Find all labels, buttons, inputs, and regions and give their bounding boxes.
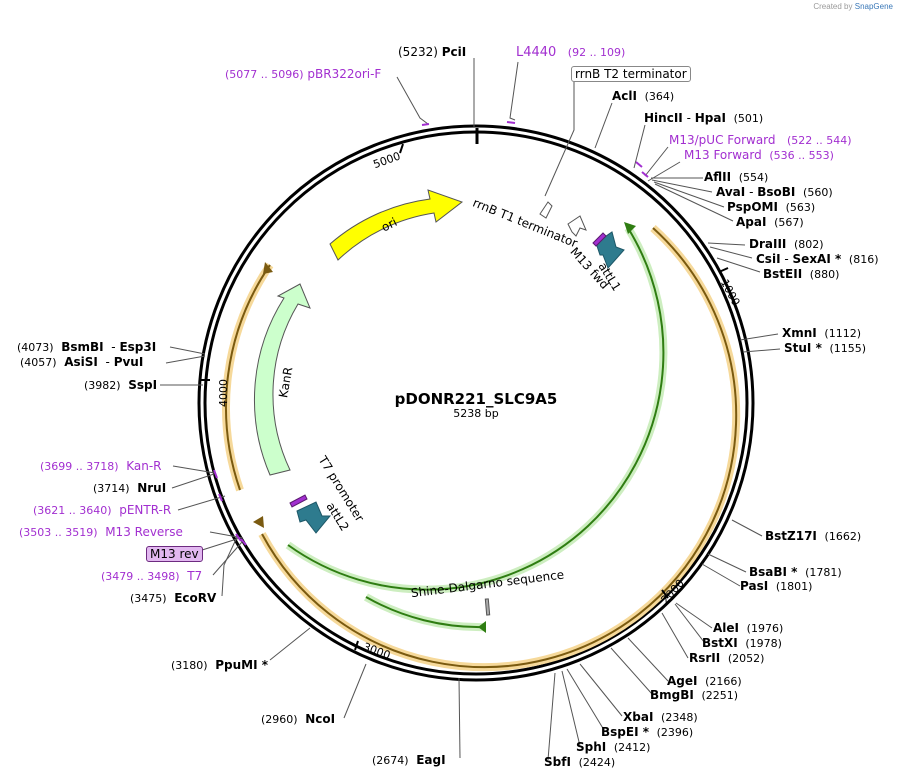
site-label-ncoi: (2960) NcoI xyxy=(261,712,336,726)
site-label-agei: AgeI (2166) xyxy=(667,674,742,688)
site-label-aflii: AflII (554) xyxy=(704,170,769,184)
primer-label-m13-rev: M13 rev xyxy=(146,546,203,562)
site-label-sphi: SphI (2412) xyxy=(576,740,651,754)
created-by-snapgene-credit: Created by SnapGene xyxy=(813,2,893,11)
rrnb-t2-terminator-glyph xyxy=(539,201,553,219)
credit-prefix: Created by xyxy=(813,2,853,11)
site-label-hincii-hpai: HincII - HpaI (501) xyxy=(644,111,764,125)
primer-tick-marks xyxy=(213,121,649,546)
tick-label-1000: 1000 xyxy=(718,277,743,308)
green-band-outer-arrowhead xyxy=(624,222,636,234)
tick-mark-5000 xyxy=(399,143,404,154)
site-label-ppumi: (3180) PpuMI * xyxy=(171,658,269,672)
site-label-bmgbi: BmgBI (2251) xyxy=(650,688,739,702)
site-label-pspomi: PspOMI (563) xyxy=(727,200,816,214)
tick-label-5000: 5000 xyxy=(371,149,402,171)
primer-label-pentr-r: (3621 .. 3640) pENTR-R xyxy=(33,503,172,517)
site-label-pasi: PasI (1801) xyxy=(740,579,813,593)
plasmid-size: 5238 bp xyxy=(453,407,499,420)
site-label-sbfi: SbfI (2424) xyxy=(544,755,616,769)
site-label-bsteii: BstEII (880) xyxy=(763,267,840,281)
site-label-xbai: XbaI (2348) xyxy=(623,710,698,724)
green-band-outer-line xyxy=(287,227,665,591)
rrnb-t1-terminator-glyph xyxy=(567,215,587,237)
shine-dalgarno-glyph xyxy=(484,598,491,616)
rrnb-t1-terminator-label: rrnB T1 terminator xyxy=(471,196,580,251)
attl2-purple-marker xyxy=(289,494,308,508)
tick-label-4000: 4000 xyxy=(217,379,230,407)
site-label-ecorv: (3475) EcoRV xyxy=(130,591,217,605)
primer-label-m13-reverse: (3503 .. 3519) M13 Reverse xyxy=(19,525,183,539)
site-label-nrui: (3714) NruI xyxy=(93,481,167,495)
site-label-stui: StuI * (1155) xyxy=(784,341,867,355)
green-band-inner-arrowhead xyxy=(478,621,486,633)
primer-label-m13-forward: M13 Forward (536 .. 553) xyxy=(684,148,834,162)
site-label-bstxi: BstXI (1978) xyxy=(702,636,782,650)
primer-label-l4440: L4440 (92 .. 109) xyxy=(516,45,626,60)
orange-band-right-arrowhead xyxy=(253,516,264,528)
tick-mark-2000 xyxy=(661,589,669,599)
site-label-acli: AclI (364) xyxy=(612,89,675,103)
green-band-inner xyxy=(364,593,487,632)
attl1-purple-marker xyxy=(592,232,607,247)
site-label-bsmbi-esp3i: (4073) BsmBI - Esp3I xyxy=(17,340,157,354)
ori-feature-label: ori xyxy=(379,215,399,235)
orange-band-right-line xyxy=(261,227,738,669)
terminator-label-rrnb-t2: rrnB T2 terminator xyxy=(571,66,691,82)
site-label-bstz17i: BstZ17I (1662) xyxy=(765,529,862,543)
site-label-xmni: XmnI (1112) xyxy=(782,326,861,340)
attl1-feature-arrow xyxy=(595,231,625,269)
site-label-bspei: BspEI * (2396) xyxy=(601,725,694,739)
backbone-outer-ring xyxy=(197,124,755,682)
site-label-pcii: (5232) PciI xyxy=(398,45,467,59)
site-label-apai: ApaI (567) xyxy=(736,215,804,229)
site-label-draiii: DraIII (802) xyxy=(749,237,824,251)
shine-dalgarno-label: Shine-Dalgarno sequence xyxy=(410,568,565,601)
orange-band-left-arrowhead xyxy=(263,262,273,274)
site-label-bsabi: BsaBI * (1781) xyxy=(749,565,842,579)
tick-label-2000: 2000 xyxy=(658,577,686,607)
tick-mark-3000 xyxy=(354,640,359,651)
primer-label-pbr322ori-f: (5077 .. 5096) pBR322ori-F xyxy=(225,67,382,81)
site-label-eagi: (2674) EagI xyxy=(372,753,446,767)
site-label-asisi-pvui: (4057) AsiSI - PvuI xyxy=(20,355,144,369)
site-label-alei: AleI (1976) xyxy=(713,621,784,635)
attl2-feature-arrow xyxy=(296,501,332,534)
kanr-feature-arrow xyxy=(253,283,311,476)
leader-lines xyxy=(160,58,781,761)
site-label-sspi: (3982) SspI xyxy=(84,378,158,392)
tick-mark-1000 xyxy=(718,267,729,273)
primer-label-t7: (3479 .. 3498) T7 xyxy=(101,569,203,583)
site-label-rsrii: RsrII (2052) xyxy=(689,651,765,665)
plasmid-name: pDONR221_SLC9A5 xyxy=(394,390,558,408)
green-band-inner-line xyxy=(365,596,487,629)
primer-label-m13-puc-forward: M13/pUC Forward (522 .. 544) xyxy=(669,133,852,147)
site-label-avai-bsobi: AvaI - BsoBI (560) xyxy=(716,185,833,199)
site-label-csii-sexai: CsiI - SexAI * (816) xyxy=(756,252,879,266)
primer-label-kan-r: (3699 .. 3718) Kan-R xyxy=(40,459,162,473)
ori-feature-arrow xyxy=(329,189,464,261)
orange-band-left-line xyxy=(225,264,271,491)
snapgene-logo-text: SnapGene xyxy=(854,2,893,11)
kanr-feature-label: KanR xyxy=(276,366,295,399)
